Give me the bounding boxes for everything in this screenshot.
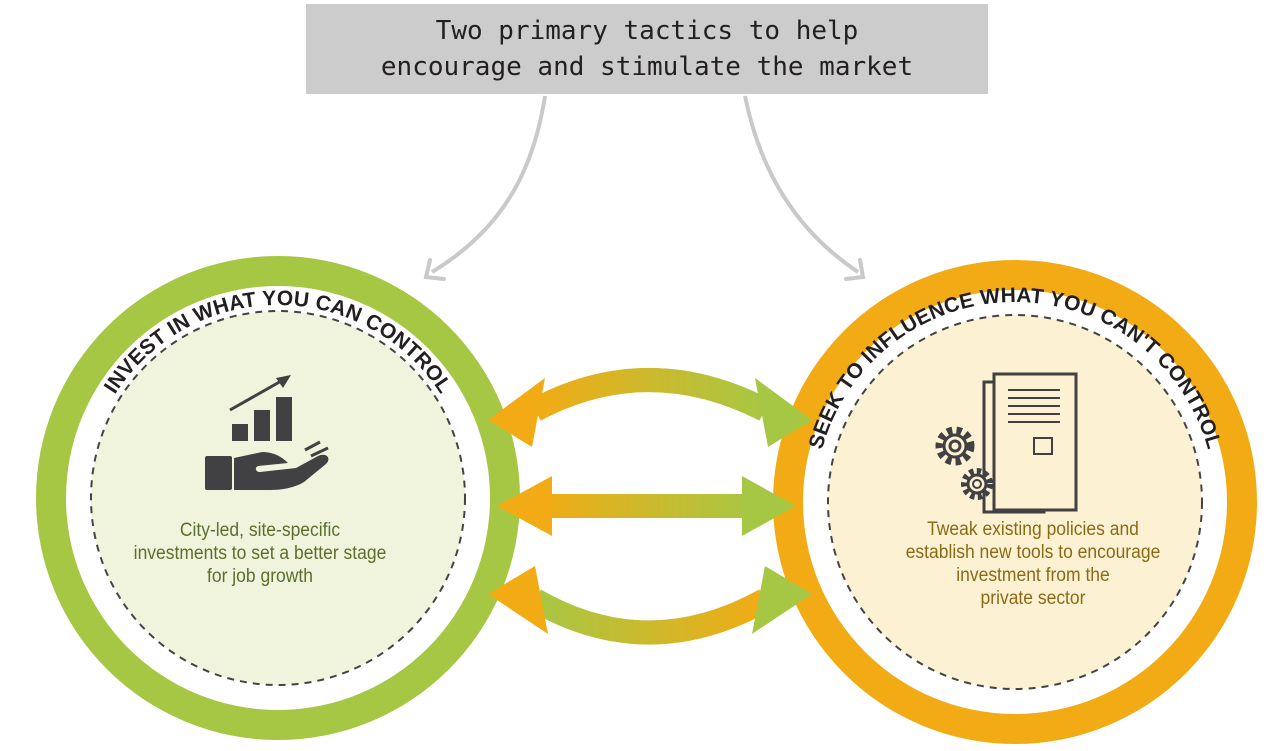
left-circle [36,256,520,740]
right-description-line: private sector [980,588,1086,609]
right-pointer-curve [743,95,860,274]
small-gear-icon [961,468,993,500]
connector-arrow-top [488,368,812,447]
title-line-1: Two primary tactics to help [435,16,859,46]
left-description-line: investments to set a better stage [133,543,387,564]
right-description: Tweak existing policies and establish ne… [872,518,1194,610]
left-description-line: for job growth [207,566,313,587]
large-gear-icon [935,426,975,466]
left-description: City-led, site-specific investments to s… [108,519,412,588]
title-box: Two primary tactics to help encourage an… [306,4,988,94]
left-pointer-curve [430,95,547,274]
left-description-line: City-led, site-specific [179,520,341,541]
left-pointer-arrowhead [423,258,446,281]
right-pointer-arrowhead [844,258,866,281]
connector-arrow-bottom [488,566,812,645]
title-line-2: encourage and stimulate the market [380,52,914,82]
right-description-line: establish new tools to encourage [905,542,1161,563]
connector-arrow-middle [497,476,796,536]
left-circle-fill [91,311,465,685]
document-gears-icon [935,372,1078,514]
hand-growth-chart-icon [205,375,329,490]
connector-arrows [488,368,812,645]
right-description-line: Tweak existing policies and [927,519,1139,540]
right-circle-dashed-border [827,314,1203,690]
title-pointers [423,95,866,281]
right-description-line: investment from the [956,565,1110,586]
left-circle-dashed-border [90,310,466,686]
